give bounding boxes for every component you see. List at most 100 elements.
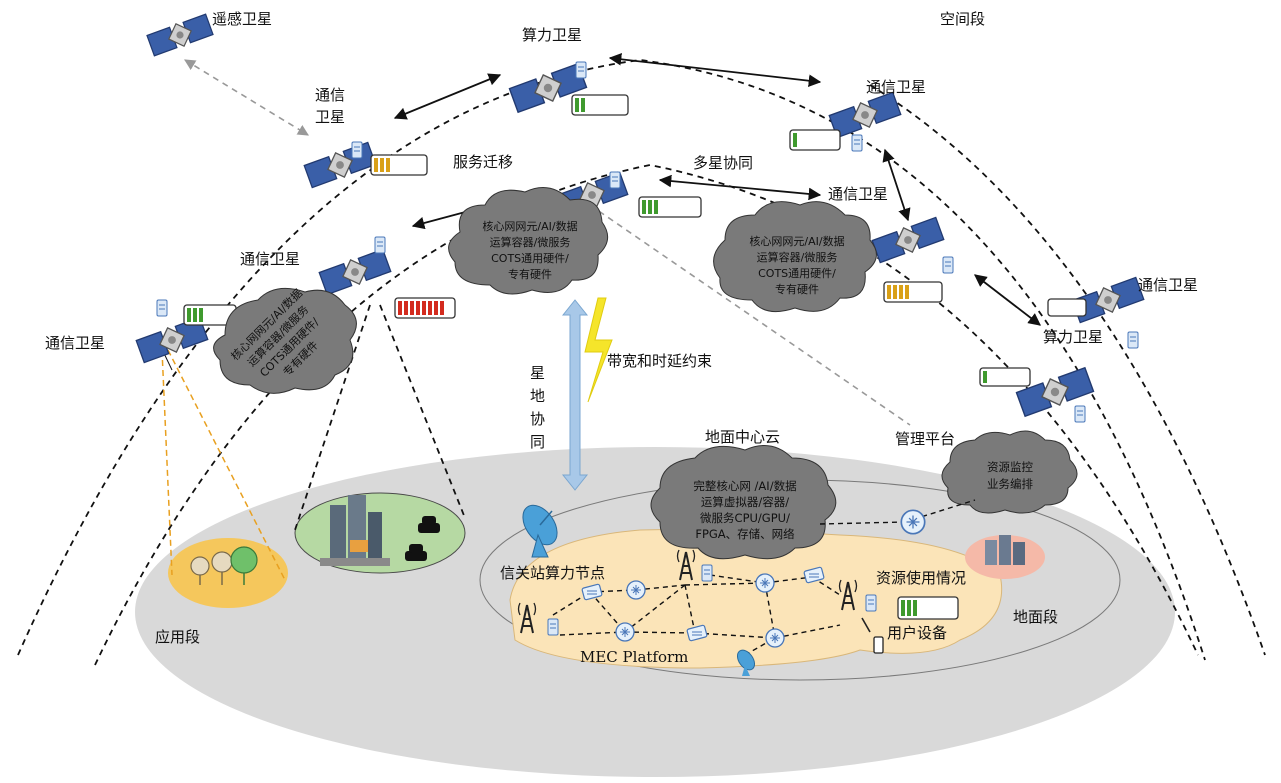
resource-bar bbox=[370, 154, 428, 176]
resource-bar-segment bbox=[440, 301, 444, 315]
resource-bar bbox=[183, 304, 237, 326]
server-icon bbox=[374, 236, 386, 254]
cloud-ground bbox=[650, 445, 837, 560]
resource-bar-segment bbox=[893, 285, 897, 299]
resource-bar bbox=[394, 297, 456, 319]
factory-icon bbox=[985, 535, 1025, 565]
server-icon bbox=[575, 61, 587, 79]
server-icon bbox=[547, 618, 559, 636]
label-remote-sensing: 遥感卫星 bbox=[212, 10, 272, 28]
orbit-outer bbox=[17, 59, 1206, 661]
lightning-icon bbox=[584, 297, 613, 403]
satellite-icon-remote-sensing bbox=[146, 13, 214, 57]
router-icon bbox=[755, 573, 775, 593]
router-icon bbox=[626, 580, 646, 600]
arrow-multi-sat bbox=[658, 174, 822, 201]
city-buildings-icon bbox=[320, 495, 390, 566]
label-gateway: 信关站算力节点 bbox=[500, 564, 605, 582]
resource-bar-segment bbox=[648, 200, 652, 214]
arrow-midright-compute bbox=[974, 274, 1041, 326]
resource-bar-segment bbox=[905, 285, 909, 299]
resource-bar-segment bbox=[913, 600, 917, 616]
cloud-text: COTS通用硬件/ bbox=[758, 267, 836, 280]
server-icon bbox=[1074, 405, 1086, 423]
router-icon bbox=[900, 509, 926, 535]
resource-bar-segment bbox=[193, 308, 197, 322]
cloud-text: 运算虚拟器/容器/ bbox=[701, 495, 789, 509]
resource-bar-segment bbox=[654, 200, 658, 214]
user-device-icon bbox=[861, 617, 884, 654]
label-compute-top: 算力卫星 bbox=[522, 26, 582, 44]
beam-yellow-right bbox=[167, 349, 286, 581]
resource-bar-segment bbox=[386, 158, 390, 172]
label-app-segment: 应用段 bbox=[155, 628, 200, 646]
server-icon bbox=[851, 134, 863, 152]
label-comm-farright: 通信卫星 bbox=[1138, 276, 1198, 294]
resource-bar bbox=[897, 596, 959, 620]
cloud-text: 业务编排 bbox=[987, 477, 1033, 491]
label-bandwidth: 带宽和时延约束 bbox=[607, 352, 712, 370]
arrow-compute-tr bbox=[608, 53, 822, 87]
resource-bar bbox=[789, 129, 841, 151]
cloud-text: 专有硬件 bbox=[508, 267, 552, 281]
label-ground-center-cloud: 地面中心云 bbox=[705, 428, 780, 446]
server-icon bbox=[609, 171, 621, 189]
satellite-icon-comm-tl bbox=[303, 141, 377, 189]
label-comm-tl-1: 通信 bbox=[315, 86, 345, 104]
resource-bar-segment bbox=[901, 600, 905, 616]
label-service-migration: 服务迁移 bbox=[453, 153, 513, 171]
cloud-center bbox=[448, 187, 609, 295]
beam-yellow-left bbox=[161, 349, 173, 576]
resource-bar-segment bbox=[899, 285, 903, 299]
label-compute-right: 算力卫星 bbox=[1043, 328, 1103, 346]
cloud-text: 专有硬件 bbox=[775, 282, 819, 296]
resource-bar-segment bbox=[199, 308, 203, 322]
resource-bar bbox=[1047, 298, 1087, 317]
resource-bar-segment bbox=[575, 98, 579, 112]
resource-bar-segment bbox=[187, 308, 191, 322]
resource-bar-segment bbox=[404, 301, 408, 315]
cloud-text: 微服务CPU/GPU/ bbox=[700, 511, 790, 525]
cloud-text: 完整核心网 /AI/数据 bbox=[693, 479, 797, 493]
router-icon bbox=[765, 628, 785, 648]
cloud-right bbox=[713, 201, 877, 313]
resource-bar-segment bbox=[642, 200, 646, 214]
app-yellow-area bbox=[168, 538, 288, 608]
cloud-left bbox=[213, 287, 357, 394]
resource-bar-segment bbox=[422, 301, 426, 315]
server-icon bbox=[865, 594, 877, 612]
server-icon bbox=[942, 256, 954, 274]
label-user-device: 用户设备 bbox=[887, 624, 947, 642]
resource-bar-segment bbox=[887, 285, 891, 299]
resource-bar bbox=[638, 196, 702, 218]
car-icon bbox=[405, 516, 440, 561]
link-mgmt bbox=[589, 204, 911, 426]
link-remote-sensing bbox=[184, 59, 309, 136]
resource-bar-segment bbox=[434, 301, 438, 315]
label-sat-ground-4: 同 bbox=[530, 433, 545, 451]
tree-icon bbox=[190, 546, 258, 585]
orbit-right-inner bbox=[869, 84, 1266, 656]
beam-black-right bbox=[379, 304, 466, 519]
resource-bar-segment bbox=[793, 133, 797, 147]
server-icon bbox=[156, 299, 168, 317]
resource-bar-segment bbox=[983, 371, 987, 383]
sat-ground-arrow bbox=[561, 299, 589, 491]
resource-bar-segment bbox=[410, 301, 414, 315]
resource-bar-segment bbox=[374, 158, 378, 172]
server-icon bbox=[351, 141, 363, 159]
cloud-center-text: 核心网网元/AI/数据 运算容器/微服务 COTS通用硬件/ 专有硬件 bbox=[482, 219, 577, 281]
label-ground-segment: 地面段 bbox=[1013, 608, 1058, 626]
server-icon bbox=[1127, 331, 1139, 349]
label-comm-tr: 通信卫星 bbox=[866, 78, 926, 96]
label-comm-midright: 通信卫星 bbox=[828, 185, 888, 203]
label-multi-sat: 多星协同 bbox=[693, 154, 753, 172]
resource-bar-segment bbox=[398, 301, 402, 315]
resource-bar-segment bbox=[907, 600, 911, 616]
resource-bar bbox=[571, 94, 629, 116]
router-icon bbox=[615, 622, 635, 642]
cloud-text: 运算容器/微服务 bbox=[757, 250, 838, 264]
label-comm-farleft: 通信卫星 bbox=[45, 334, 105, 352]
resource-bar bbox=[979, 367, 1031, 387]
